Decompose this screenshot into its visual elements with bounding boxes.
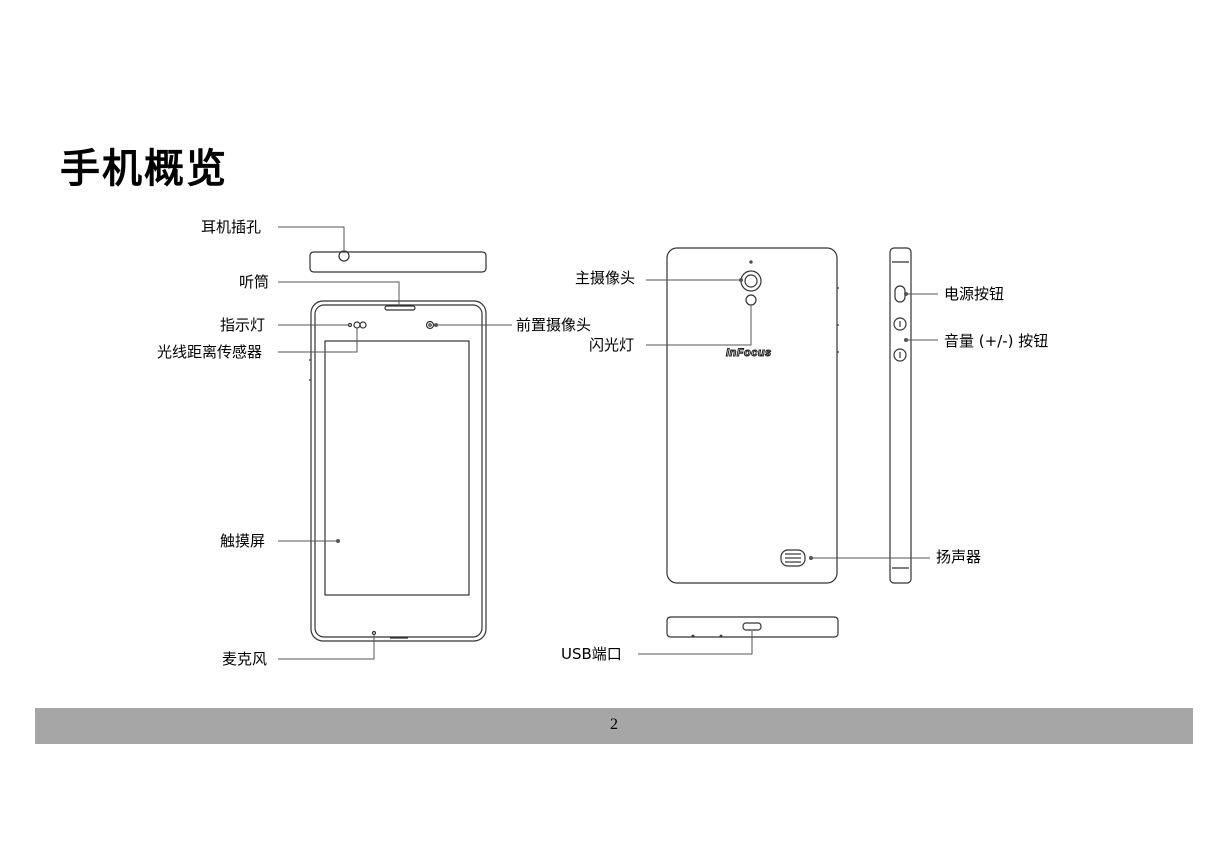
earpiece-slot [384, 305, 416, 311]
label-light-sensor: 光线距离传感器 [157, 343, 263, 361]
main-camera-icon [740, 270, 762, 292]
label-touchscreen: 触摸屏 [220, 532, 266, 550]
usb-port-icon [742, 622, 762, 631]
label-microphone: 麦克风 [222, 650, 268, 668]
footer-bar: 2 [35, 708, 1193, 744]
phone-side-view [889, 247, 912, 584]
brand-logo: InFocus [726, 347, 772, 360]
label-earpiece: 听筒 [239, 273, 270, 291]
phone-bottom-view [666, 616, 839, 638]
label-speaker: 扬声器 [936, 548, 982, 566]
phone-top-view [309, 250, 487, 273]
label-flash: 闪光灯 [589, 336, 635, 354]
phone-back-view [666, 247, 839, 584]
label-front-camera: 前置摄像头 [516, 316, 592, 334]
volume-down-icon [893, 348, 907, 362]
page-number: 2 [610, 716, 618, 733]
label-volume-button: 音量 (+/-) 按钮 [944, 332, 1049, 350]
power-button-icon [894, 285, 906, 303]
label-indicator: 指示灯 [220, 316, 266, 334]
front-camera-icon [425, 320, 435, 330]
touchscreen-area [324, 340, 470, 596]
label-power-button: 电源按钮 [944, 285, 1005, 303]
light-sensor-icon [353, 321, 361, 329]
flash-icon [745, 294, 757, 306]
label-main-camera: 主摄像头 [575, 269, 636, 287]
label-headphone-jack: 耳机插孔 [201, 218, 262, 236]
volume-up-icon [893, 317, 907, 331]
indicator-led-icon [347, 322, 353, 328]
page-title: 手机概览 [60, 146, 228, 192]
headphone-jack-icon [338, 250, 350, 262]
speaker-grille [780, 549, 806, 567]
label-usb-port: USB端口 [561, 645, 622, 663]
